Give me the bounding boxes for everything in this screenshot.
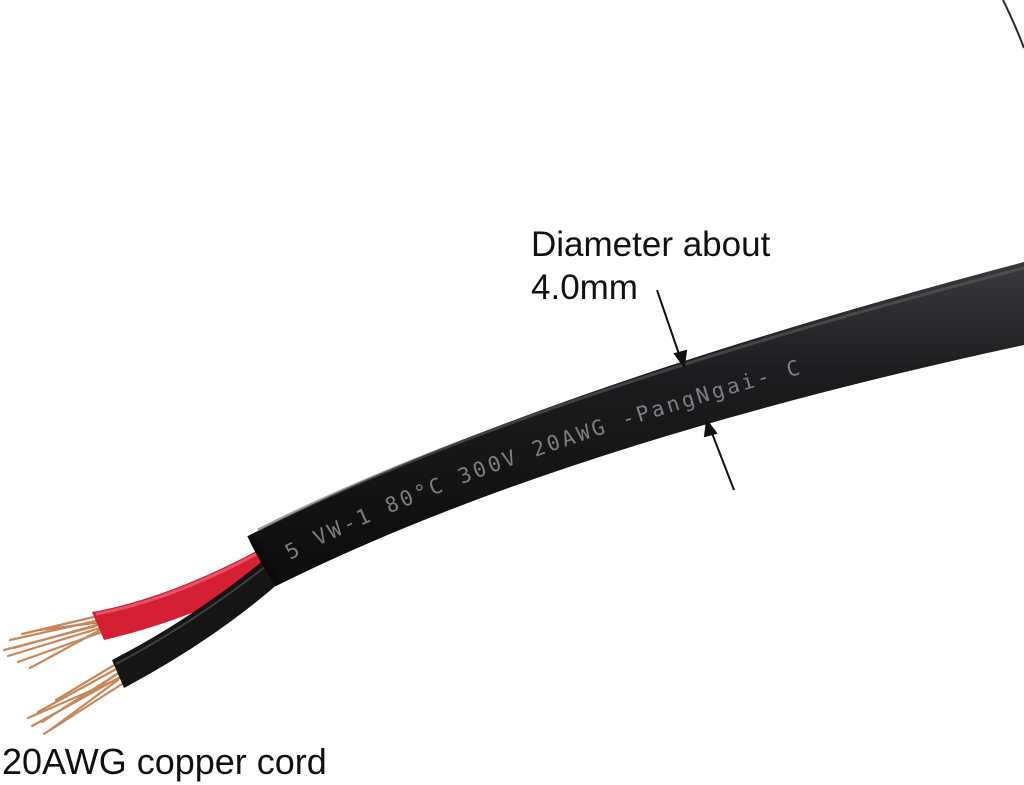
diameter-arrows: [656, 289, 735, 491]
background-wire-edge: [1002, 0, 1024, 49]
red-wire-highlight: [95, 550, 261, 616]
cable-cut-end: [247, 533, 281, 587]
diameter-label: Diameter about: [531, 225, 771, 264]
lower-arrow-head: [703, 418, 718, 438]
diameter-value: 4.0mm: [531, 268, 638, 307]
red-wire: [92, 548, 278, 640]
cable-jacket: [250, 262, 1024, 585]
lower-arrow-line: [709, 427, 735, 491]
cord-caption: 20AWG copper cord: [2, 741, 327, 782]
cable-jacket-highlight: [257, 266, 1024, 532]
black-wire: [112, 560, 280, 688]
upper-arrow-line: [656, 289, 682, 361]
copper-strands-top: [2, 614, 104, 670]
black-wire-highlight: [115, 565, 267, 665]
upper-arrow-head: [673, 349, 688, 369]
copper-strands-bottom: [26, 662, 126, 736]
